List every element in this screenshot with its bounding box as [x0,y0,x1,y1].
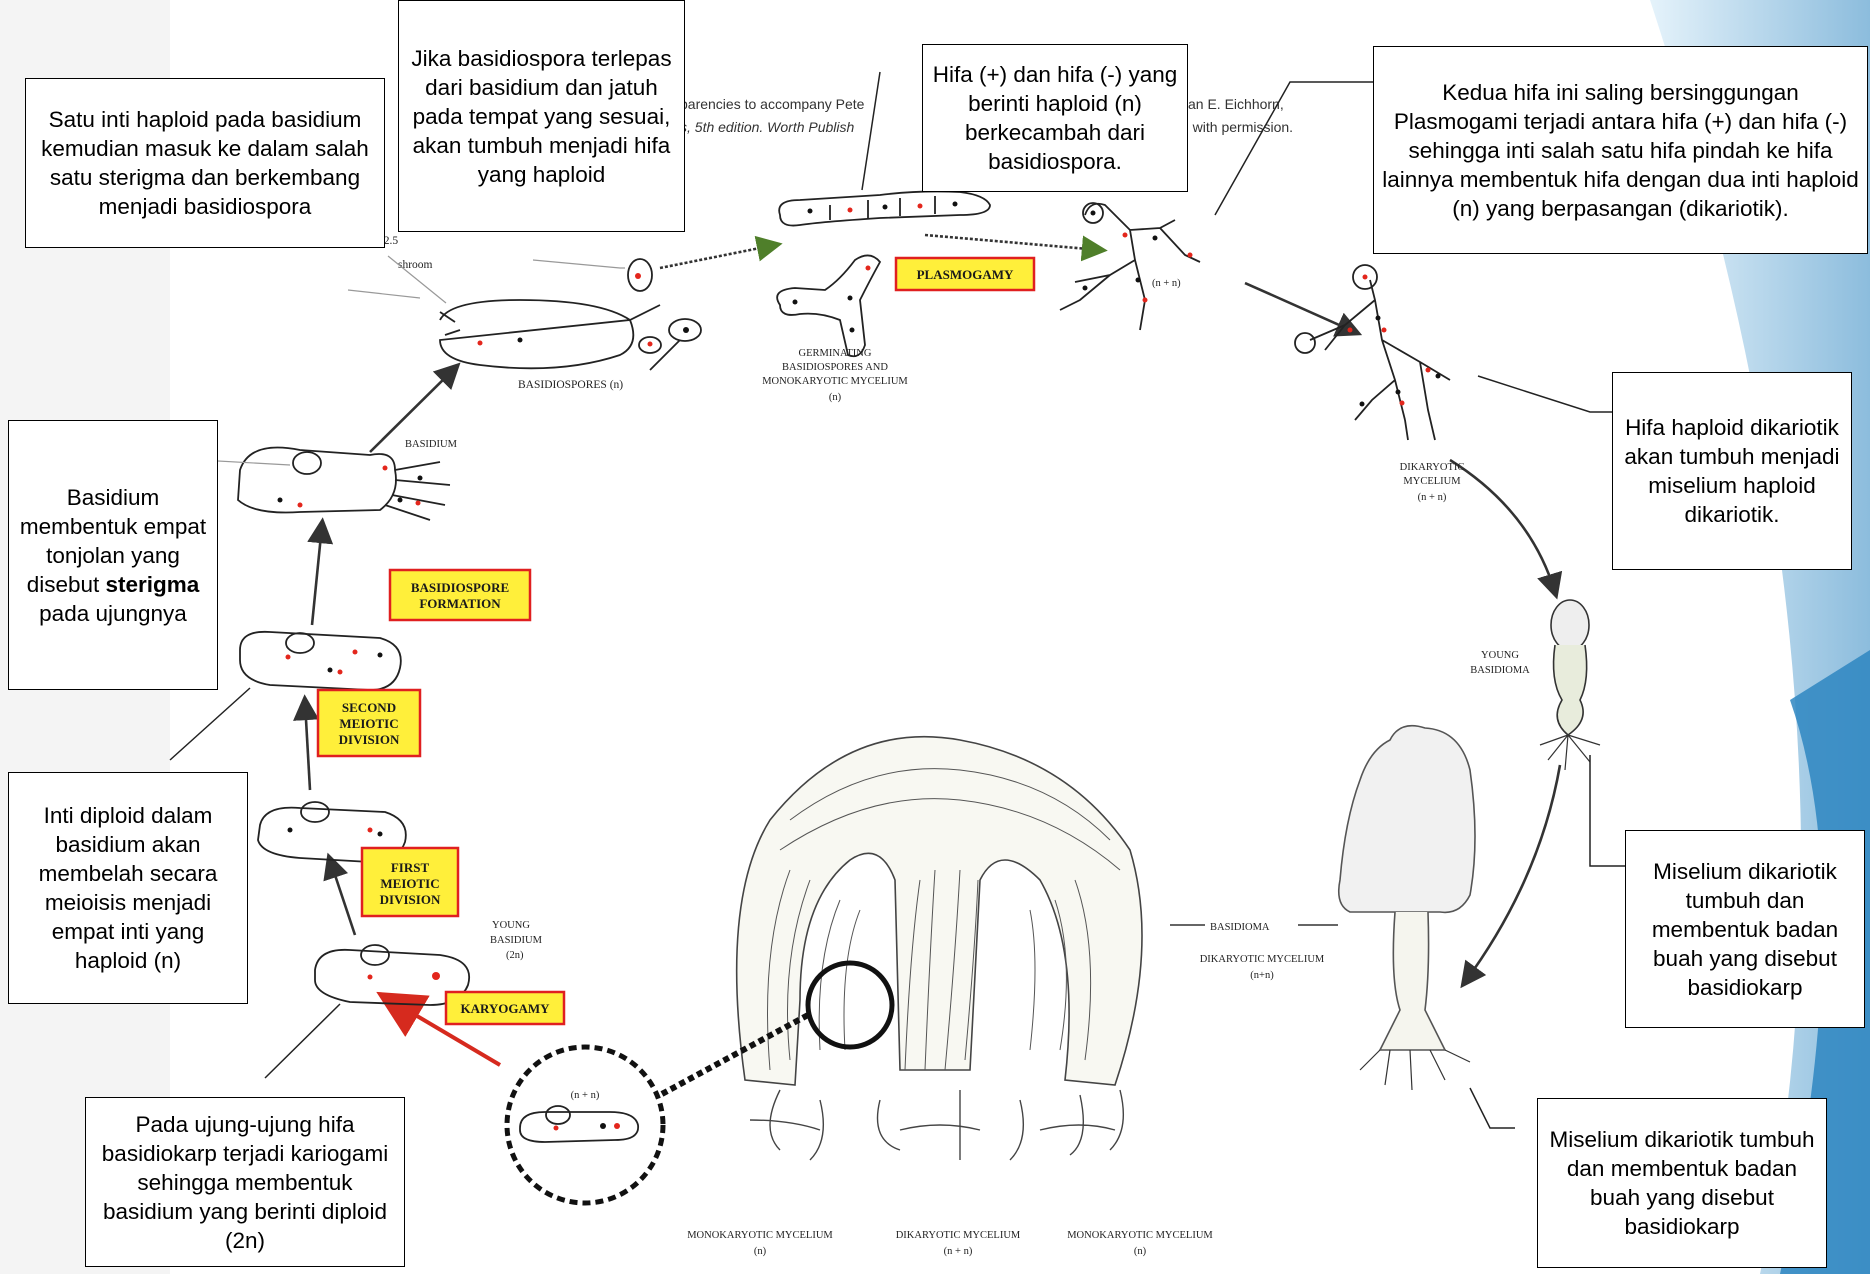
callout-fruiting-body-1: Miselium dikariotik tumbuh dan membentuk… [1625,830,1865,1028]
header-fragment: d with permission. [1181,119,1293,135]
label: BASIDIOMA [1210,922,1270,933]
basidium-sterigma: BASIDIUM [238,439,458,520]
arrow [312,525,322,625]
leader-line [1470,1088,1515,1128]
arrow [925,235,1100,250]
callout-sterigma-spore: Satu inti haploid pada basidium kemudian… [25,78,385,248]
header-fragment: s, 5th edition. Worth Publish [680,119,855,135]
sterigma-term: sterigma [106,572,200,597]
stage-label-plasmogamy: PLASMOGAMY [896,258,1034,290]
label: BASIDIOSPORES (n) [518,379,623,391]
germinating-basidiospores: GERMINATING BASIDIOSPORES AND MONOKARYOT… [762,191,990,403]
label: YOUNG [1481,650,1519,661]
leader-line [170,688,250,760]
svg-text:PLASMOGAMY: PLASMOGAMY [917,267,1014,282]
young-basidioma: YOUNG BASIDIOMA [1470,600,1600,770]
karyogamy-inset: (n + n) [507,1047,663,1203]
svg-text:FIRST: FIRST [391,860,430,875]
label: DIKARYOTIC MYCELIUM [1200,954,1325,965]
arrow [305,702,310,790]
label: (n) [754,1246,767,1257]
basidioma-cross-section: MONOKARYOTIC MYCELIUM (n) DIKARYOTIC MYC… [660,737,1213,1257]
mature-mushroom: BASIDIOMA DIKARYOTIC MYCELIUM (n+n) [1170,726,1475,1090]
svg-text:FORMATION: FORMATION [419,596,501,611]
basidium-with-spores: BASIDIOSPORES (n) [440,259,701,391]
label: BASIDIOSPORES AND [782,362,888,373]
callout-basidium-sterigma: Basidium membentuk empat tonjolan yang d… [8,420,218,690]
stage-label-karyogamy: KARYOGAMY [446,992,564,1024]
label: MYCELIUM [1403,476,1461,487]
zoom-circle [808,963,892,1047]
leader-line [1478,376,1612,412]
callout-fruiting-body-2: Miselium dikariotik tumbuh dan membentuk… [1537,1098,1827,1268]
svg-text:MEIOTIC: MEIOTIC [380,876,439,891]
plasmogamy-hyphae: (n + n) [1060,203,1200,330]
arrow [1465,765,1560,982]
label: YOUNG [492,920,530,931]
label: MONOKARYOTIC MYCELIUM [687,1230,833,1241]
arrow [1450,460,1555,592]
label: DIKARYOTIC MYCELIUM [896,1230,1021,1241]
callout-spore-release: Jika basidiospora terlepas dari basidium… [398,0,685,232]
svg-text:SECOND: SECOND [342,700,396,715]
second-meiosis-cell [240,632,401,690]
leader-line [533,260,625,268]
svg-text:KARYOGAMY: KARYOGAMY [460,1001,550,1016]
label: DIKARYOTIC [1400,462,1465,473]
label: (n + n) [571,1090,600,1101]
label: (n + n) [1418,492,1447,503]
label: (n) [1134,1246,1147,1257]
label: (2n) [506,950,524,961]
label: BASIDIOMA [1470,665,1530,676]
label: (n + n) [1152,278,1181,289]
callout-plasmogamy: Kedua hifa ini saling bersinggungan Plas… [1373,46,1868,254]
callout-dikaryotic-growth: Hifa haploid dikariotik akan tumbuh menj… [1612,372,1852,570]
label: MONOKARYOTIC MYCELIUM [762,376,908,387]
leader-line [1590,755,1625,866]
label: GERMINATING [799,348,872,359]
arrow [660,245,775,268]
stage-label-basidiospore-formation: BASIDIOSPORE FORMATION [390,570,530,620]
label: (n+n) [1250,970,1274,981]
callout-hyphae-germinate: Hifa (+) dan hifa (-) yang berinti haplo… [922,44,1188,192]
label: MONOKARYOTIC MYCELIUM [1067,1230,1213,1241]
dikaryotic-hyphae: DIKARYOTIC MYCELIUM (n + n) [1295,265,1464,503]
label: BASIDIUM [490,935,543,946]
leader-line [862,72,880,190]
header-fragment: san E. Eichhorn, [1181,96,1284,112]
svg-text:BASIDIOSPORE: BASIDIOSPORE [411,580,509,595]
svg-text:MEIOTIC: MEIOTIC [339,716,398,731]
svg-text:DIVISION: DIVISION [380,892,441,907]
stage-label-first-meiotic: FIRST MEIOTIC DIVISION [362,848,458,916]
label: (n) [829,392,842,403]
stage-label-second-meiotic: SECOND MEIOTIC DIVISION [318,690,420,756]
label: BASIDIUM [405,439,458,450]
header-fragment: parencies to accompany Pete [680,96,865,112]
label: (n + n) [944,1246,973,1257]
leader-line [265,1004,340,1078]
callout-meiosis: Inti diploid dalam basidium akan membela… [8,772,248,1004]
header-fragment: shroom [398,259,433,271]
arrow [330,860,355,935]
arrow [1245,283,1355,332]
svg-text:DIVISION: DIVISION [339,732,400,747]
callout-karyogamy: Pada ujung-ujung hifa basidiokarp terjad… [85,1097,405,1267]
